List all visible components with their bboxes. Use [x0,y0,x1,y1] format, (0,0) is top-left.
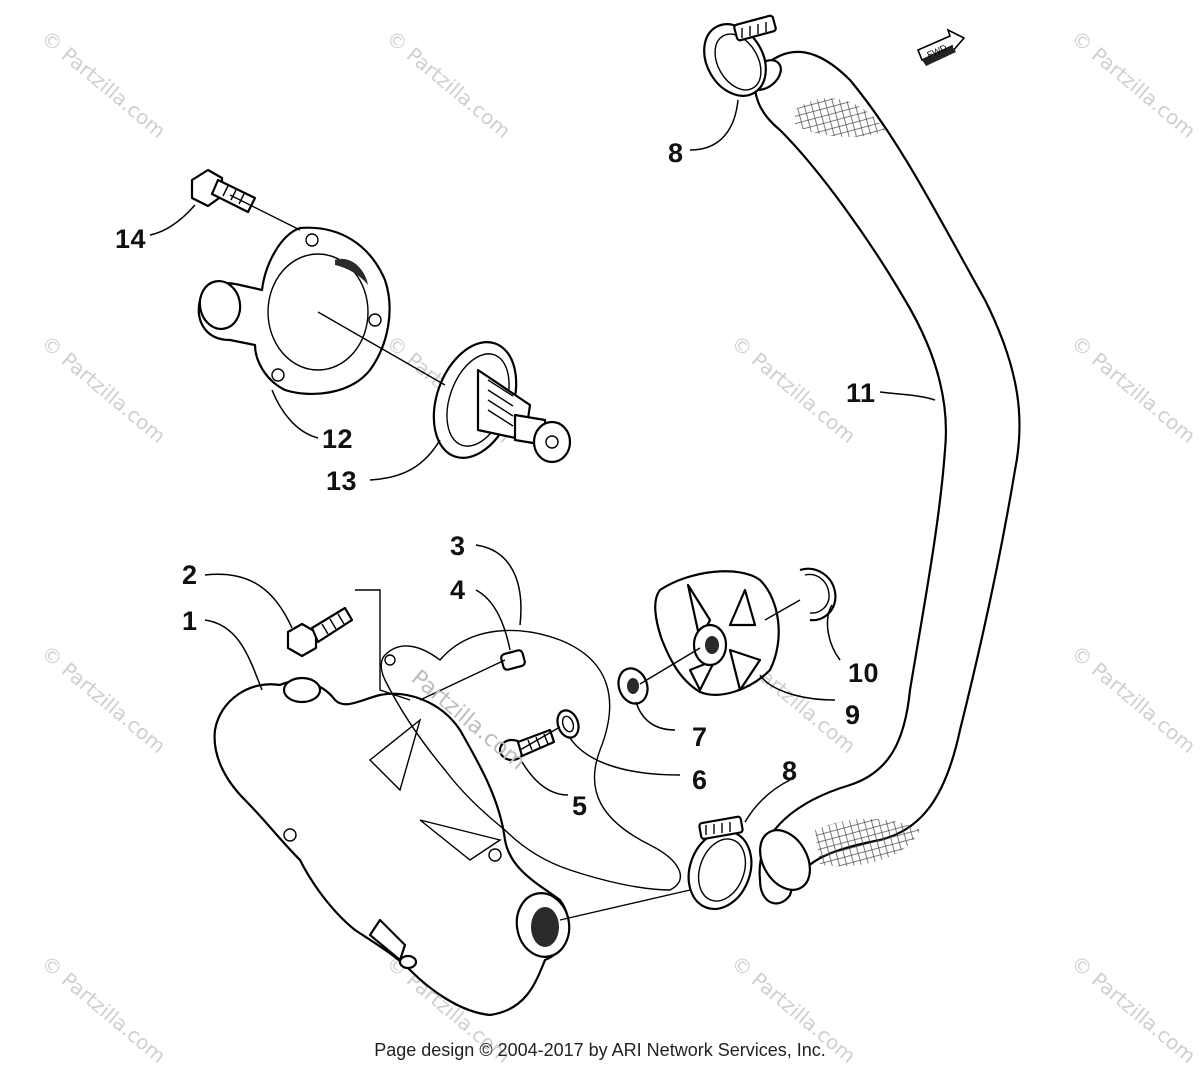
callout-3: 3 [450,531,466,561]
thermostat-housing [197,226,391,396]
screw-5 [498,728,556,762]
watermark: © Partzilla.com [37,25,171,143]
impeller [654,570,780,696]
thermostat [432,341,572,464]
hose-clamp-top [703,14,777,97]
radiator-hose [748,50,1021,905]
callout-8-top: 8 [668,138,684,168]
water-pump-cover [213,676,571,1017]
watermark: © Partzilla.com [1067,330,1200,448]
callout-4: 4 [450,575,466,605]
dowel-pin [500,649,526,671]
watermark: © Partzilla.com [1067,640,1200,758]
callout-13: 13 [326,466,357,496]
callout-2: 2 [182,560,198,590]
callout-1: 1 [182,606,198,636]
bolt-2 [286,606,354,658]
watermark: © Partzilla.com [37,640,171,758]
hose-clamp-bottom [687,815,811,911]
bolt-14 [190,168,257,214]
leader-lines [149,99,936,823]
seal-washer [617,667,649,705]
callout-9: 9 [845,700,861,730]
callout-14: 14 [115,224,146,254]
fwd-arrow-icon: FWD [916,28,966,66]
callout-11: 11 [846,378,876,408]
callout-12: 12 [322,424,353,454]
callout-7: 7 [692,722,708,752]
watermark: © Partzilla.com [727,330,861,448]
watermark: © Partzilla.com [37,330,171,448]
callout-5: 5 [572,791,588,821]
watermark: © Partzilla.com [382,25,516,143]
callout-labels: 1 2 3 4 5 6 7 8 8 9 10 11 12 13 14 [115,138,879,821]
callout-10: 10 [848,658,879,688]
watermark: © Partzilla.com [1067,25,1200,143]
gasket [380,629,682,891]
alignment-lines [229,194,801,921]
o-ring [556,709,580,739]
callout-6: 6 [692,765,708,795]
footer-credit: Page design © 2004-2017 by ARI Network S… [374,1040,826,1060]
snap-ring [799,567,837,622]
callout-8-bottom: 8 [782,756,798,786]
